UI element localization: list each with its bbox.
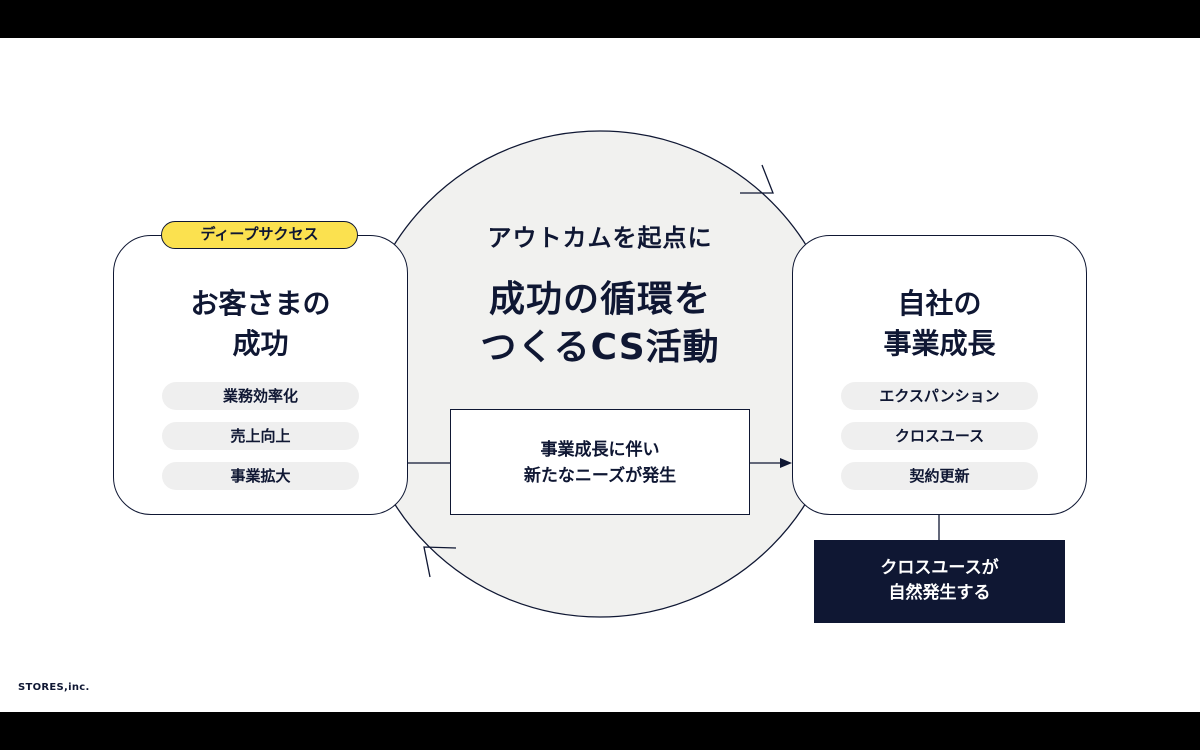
business-growth-title-line1: 自社の — [897, 287, 982, 320]
cross-use-line2: 自然発生する — [888, 583, 991, 603]
customer-item: 事業拡大 — [162, 462, 359, 490]
deep-success-badge: ディープサクセス — [161, 221, 358, 249]
circle-subtitle: アウトカムを起点に — [487, 224, 713, 252]
company-logo: STORES,inc. — [18, 682, 90, 693]
circle-title-line2: つくるCS活動 — [480, 327, 720, 368]
growth-item: 契約更新 — [841, 462, 1038, 490]
new-needs-box: 事業成長に伴い 新たなニーズが発生 — [450, 409, 750, 515]
business-growth-title: 自社の 事業成長 — [793, 284, 1086, 364]
customer-item: 業務効率化 — [162, 382, 359, 410]
customer-success-card: お客さまの 成功 業務効率化 売上向上 事業拡大 — [113, 235, 408, 515]
growth-item: クロスユース — [841, 422, 1038, 450]
customer-success-title-line2: 成功 — [232, 327, 289, 360]
letterbox-top — [0, 0, 1200, 38]
customer-item: 売上向上 — [162, 422, 359, 450]
business-growth-title-line2: 事業成長 — [883, 327, 996, 360]
business-growth-card: 自社の 事業成長 エクスパンション クロスユース 契約更新 — [792, 235, 1087, 515]
new-needs-line2: 新たなニーズが発生 — [523, 466, 677, 486]
cross-use-callout: クロスユースが 自然発生する — [814, 540, 1065, 623]
customer-success-title-line1: お客さまの — [190, 287, 331, 320]
growth-item: エクスパンション — [841, 382, 1038, 410]
new-needs-line1: 事業成長に伴い — [540, 440, 660, 460]
circle-title: 成功の循環を つくるCS活動 — [440, 276, 760, 372]
customer-success-title: お客さまの 成功 — [114, 284, 407, 364]
cross-use-line1: クロスユースが — [880, 558, 999, 578]
letterbox-bottom — [0, 712, 1200, 750]
circle-title-line1: 成功の循環を — [488, 279, 711, 320]
